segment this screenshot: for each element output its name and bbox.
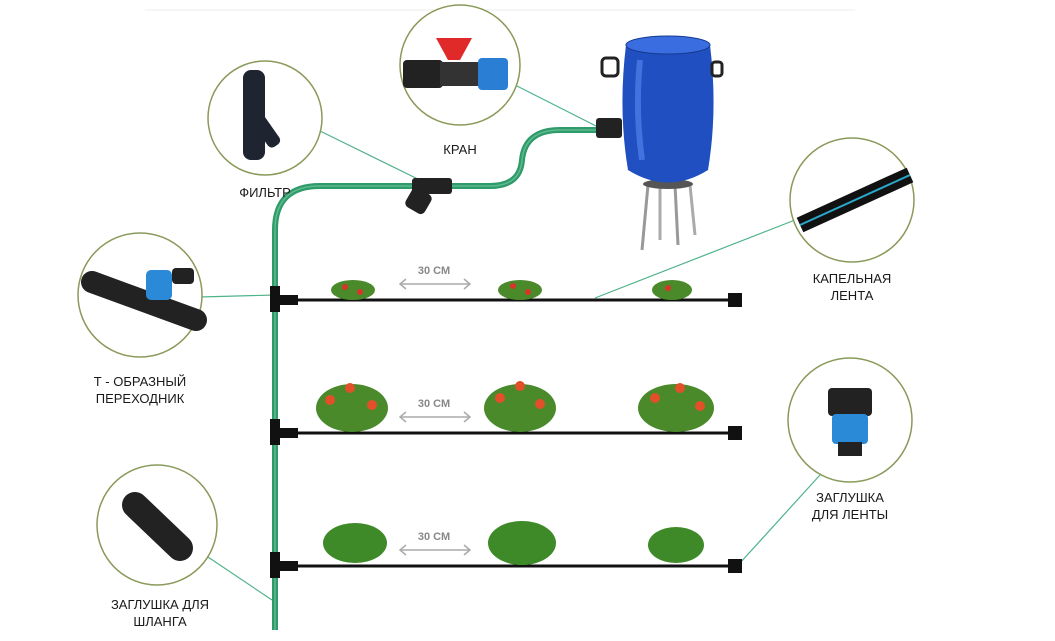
main-hose — [272, 127, 605, 630]
filter-on-hose — [405, 178, 452, 215]
spacing-label: 30 СМ — [418, 531, 450, 543]
barrel — [596, 35, 724, 251]
tape-plug-callout: ЗАГЛУШКА ДЛЯ ЛЕНТЫ — [787, 357, 913, 522]
hose-plug-callout: ЗАГЛУШКА ДЛЯ ШЛАНГА — [96, 464, 218, 629]
hose-plug-label-line2: ШЛАНГА — [133, 614, 187, 629]
tape-row-2: 30 СМ — [270, 381, 742, 445]
filter-label: ФИЛЬТР — [239, 185, 291, 200]
leader-lines — [199, 84, 821, 601]
tee-connector-callout: Т - ОБРАЗНЫЙ ПЕРЕХОДНИК — [77, 232, 207, 406]
tee-label-line2: ПЕРЕХОДНИК — [96, 391, 185, 406]
drip-tape-label-line2: ЛЕНТА — [831, 288, 874, 303]
tap-callout: КРАН — [399, 4, 521, 157]
tape-plug-label-line2: ДЛЯ ЛЕНТЫ — [812, 507, 888, 522]
filter-callout: ФИЛЬТР — [207, 60, 323, 200]
tape-plug-label-line1: ЗАГЛУШКА — [816, 490, 884, 505]
tee-label-line1: Т - ОБРАЗНЫЙ — [94, 374, 187, 389]
drip-tape-callout: КАПЕЛЬНАЯ ЛЕНТА — [789, 137, 915, 303]
spacing-label: 30 СМ — [418, 398, 450, 410]
tap-label: КРАН — [443, 142, 476, 157]
drip-tape-label-line1: КАПЕЛЬНАЯ — [813, 271, 892, 286]
tape-row-1: 30 СМ — [270, 265, 742, 312]
tape-row-3: 30 СМ — [270, 521, 742, 578]
hose-plug-label-line1: ЗАГЛУШКА ДЛЯ — [111, 597, 209, 612]
spacing-label: 30 СМ — [418, 265, 450, 277]
